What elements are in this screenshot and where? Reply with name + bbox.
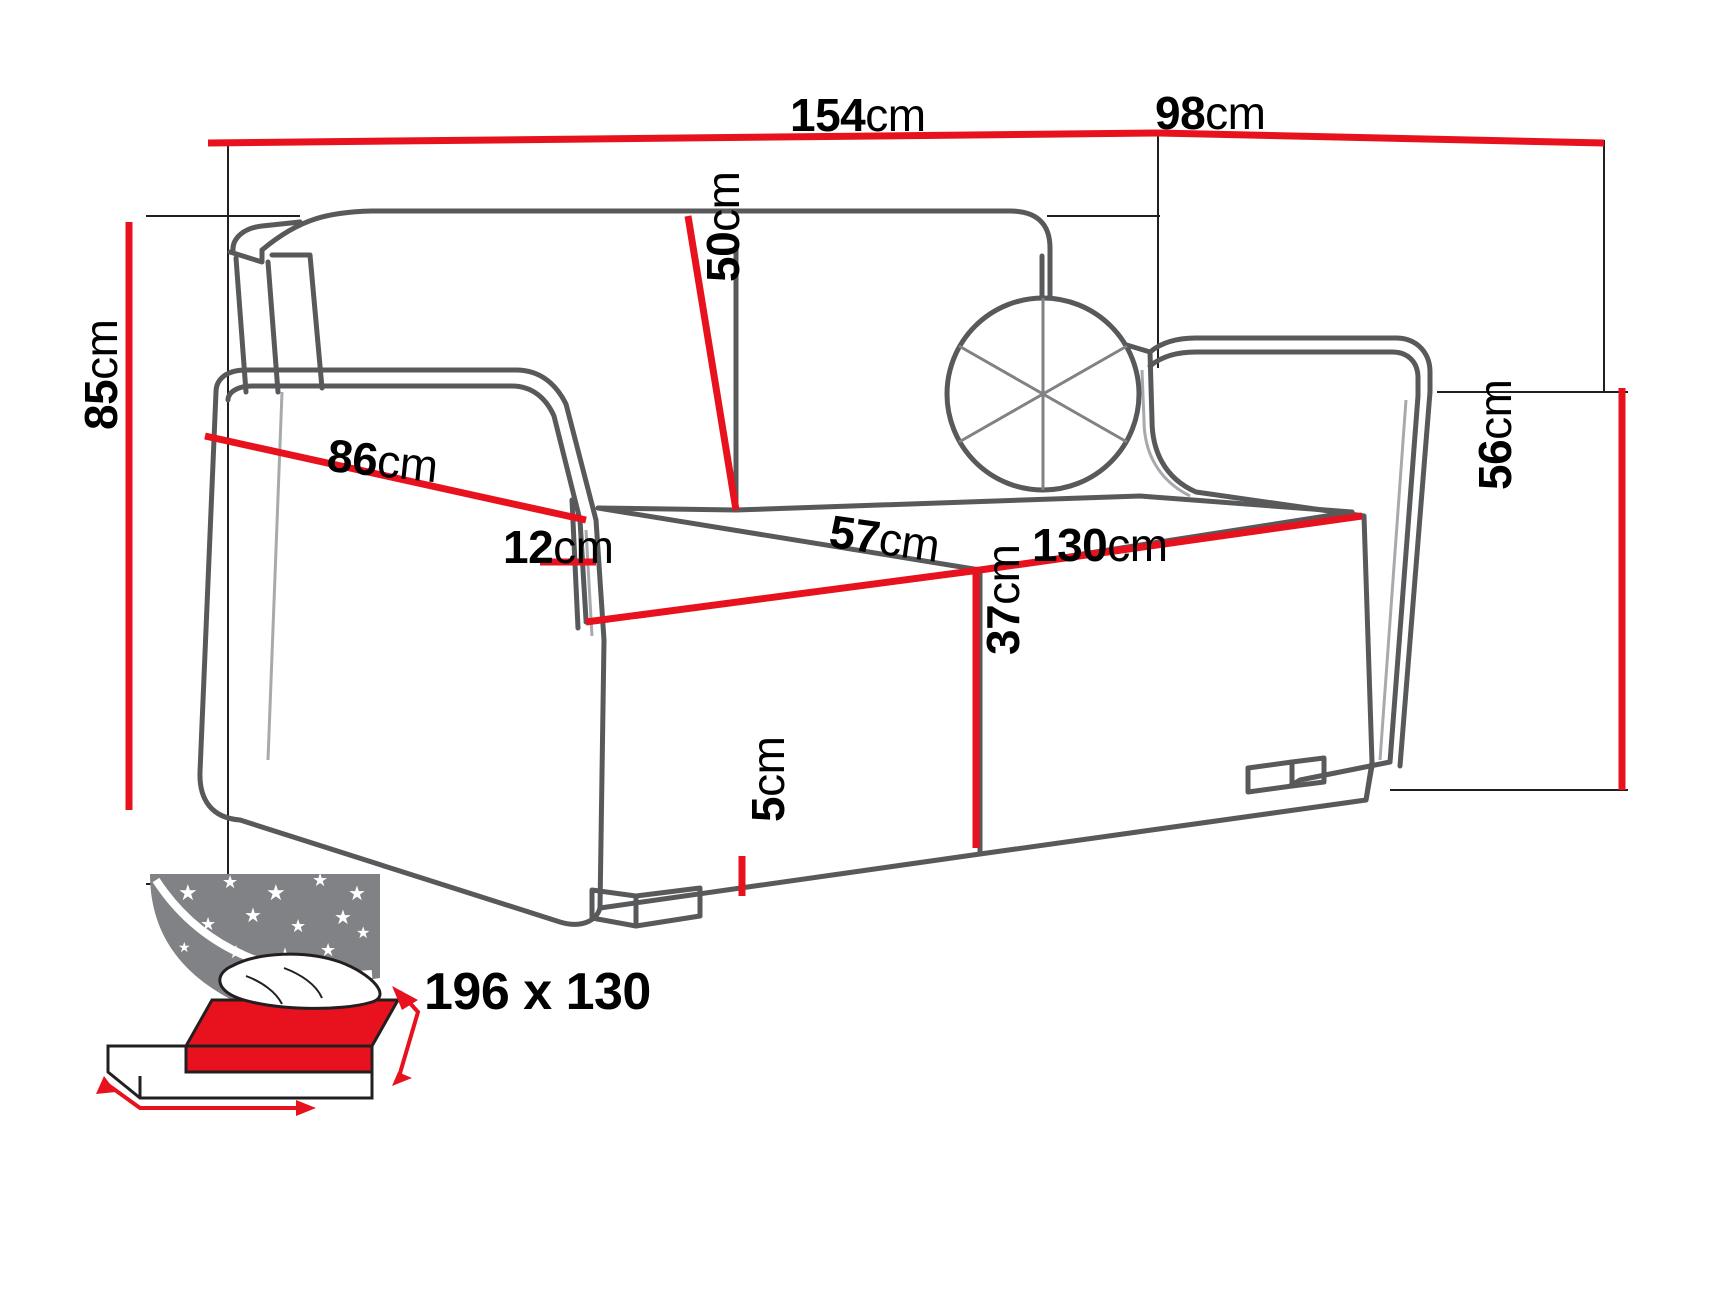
unit-overall-width: cm bbox=[865, 89, 926, 141]
unit-backrest-height: cm bbox=[697, 171, 749, 232]
unit-arm-height: cm bbox=[1469, 379, 1521, 440]
value-sleeping-area: 196 x 130 bbox=[424, 963, 651, 1021]
label-overall-width: 154cm bbox=[790, 92, 926, 138]
svg-text:★: ★ bbox=[290, 916, 306, 936]
svg-text:★: ★ bbox=[320, 940, 336, 960]
svg-text:★: ★ bbox=[244, 905, 262, 927]
label-seat-height: 37cm bbox=[977, 544, 1029, 656]
svg-text:★: ★ bbox=[266, 880, 286, 905]
svg-text:★: ★ bbox=[222, 872, 238, 892]
value-ground-clearance: 5 bbox=[742, 796, 794, 822]
unit-arm-width: cm bbox=[553, 521, 614, 573]
svg-text:★: ★ bbox=[356, 925, 370, 942]
label-backrest-height: 50cm bbox=[697, 171, 749, 283]
value-backrest-height: 50 bbox=[697, 231, 749, 282]
leader-lines bbox=[146, 133, 1628, 885]
dimline-154 bbox=[207, 129, 1159, 147]
label-overall-height: 85cm bbox=[75, 319, 127, 431]
value-arm-height: 56 bbox=[1469, 439, 1521, 490]
value-overall-height: 85 bbox=[75, 379, 127, 430]
dimline-130 bbox=[979, 512, 1363, 574]
unit-ground-clearance: cm bbox=[742, 736, 794, 797]
label-overall-depth: 98cm bbox=[1155, 90, 1266, 136]
value-arm-width: 12 bbox=[503, 521, 554, 573]
unit-overall-depth: cm bbox=[1205, 87, 1266, 139]
unit-arm-depth: cm bbox=[374, 434, 441, 493]
value-arm-depth: 86 bbox=[324, 429, 381, 486]
svg-text:★: ★ bbox=[178, 880, 198, 905]
sofa-inner-detail-lines bbox=[266, 369, 1408, 761]
svg-text:★: ★ bbox=[200, 914, 216, 934]
svg-text:★: ★ bbox=[312, 870, 328, 890]
label-arm-width: 12cm bbox=[503, 524, 614, 570]
value-seat-depth: 57 bbox=[826, 505, 884, 564]
round-cushion bbox=[944, 295, 1142, 493]
unit-seat-width: cm bbox=[1107, 519, 1168, 571]
dimension-lines bbox=[125, 129, 1626, 896]
dimline-57 bbox=[585, 566, 981, 626]
unit-seat-height: cm bbox=[977, 544, 1029, 605]
unit-seat-depth: cm bbox=[875, 512, 943, 572]
label-arm-height: 56cm bbox=[1469, 379, 1521, 491]
label-arm-depth: 86cm bbox=[324, 429, 441, 493]
value-overall-depth: 98 bbox=[1155, 87, 1206, 139]
dimline-98 bbox=[1157, 129, 1605, 147]
label-ground-clearance: 5cm bbox=[742, 736, 794, 822]
svg-text:★: ★ bbox=[334, 907, 352, 929]
svg-text:★: ★ bbox=[348, 883, 366, 905]
sleeping-area-icon: ★ ★ ★ ★ ★ ★ ★ ★ ★ ★ ★ ★ ★ ★ bbox=[96, 870, 421, 1116]
value-overall-width: 154 bbox=[790, 89, 866, 141]
label-sleeping-area: 196 x 130 bbox=[424, 966, 651, 1018]
unit-overall-height: cm bbox=[75, 319, 127, 380]
sofa-outline bbox=[197, 208, 1433, 929]
label-seat-width: 130cm bbox=[1032, 522, 1168, 568]
dimline-86 bbox=[204, 432, 587, 524]
value-seat-width: 130 bbox=[1032, 519, 1108, 571]
svg-text:★: ★ bbox=[228, 942, 244, 962]
star-pattern: ★ ★ ★ ★ ★ ★ ★ ★ ★ ★ ★ ★ ★ ★ bbox=[178, 870, 370, 967]
svg-text:★: ★ bbox=[178, 939, 191, 955]
value-seat-height: 37 bbox=[977, 604, 1029, 655]
dimline-50 bbox=[684, 215, 740, 511]
